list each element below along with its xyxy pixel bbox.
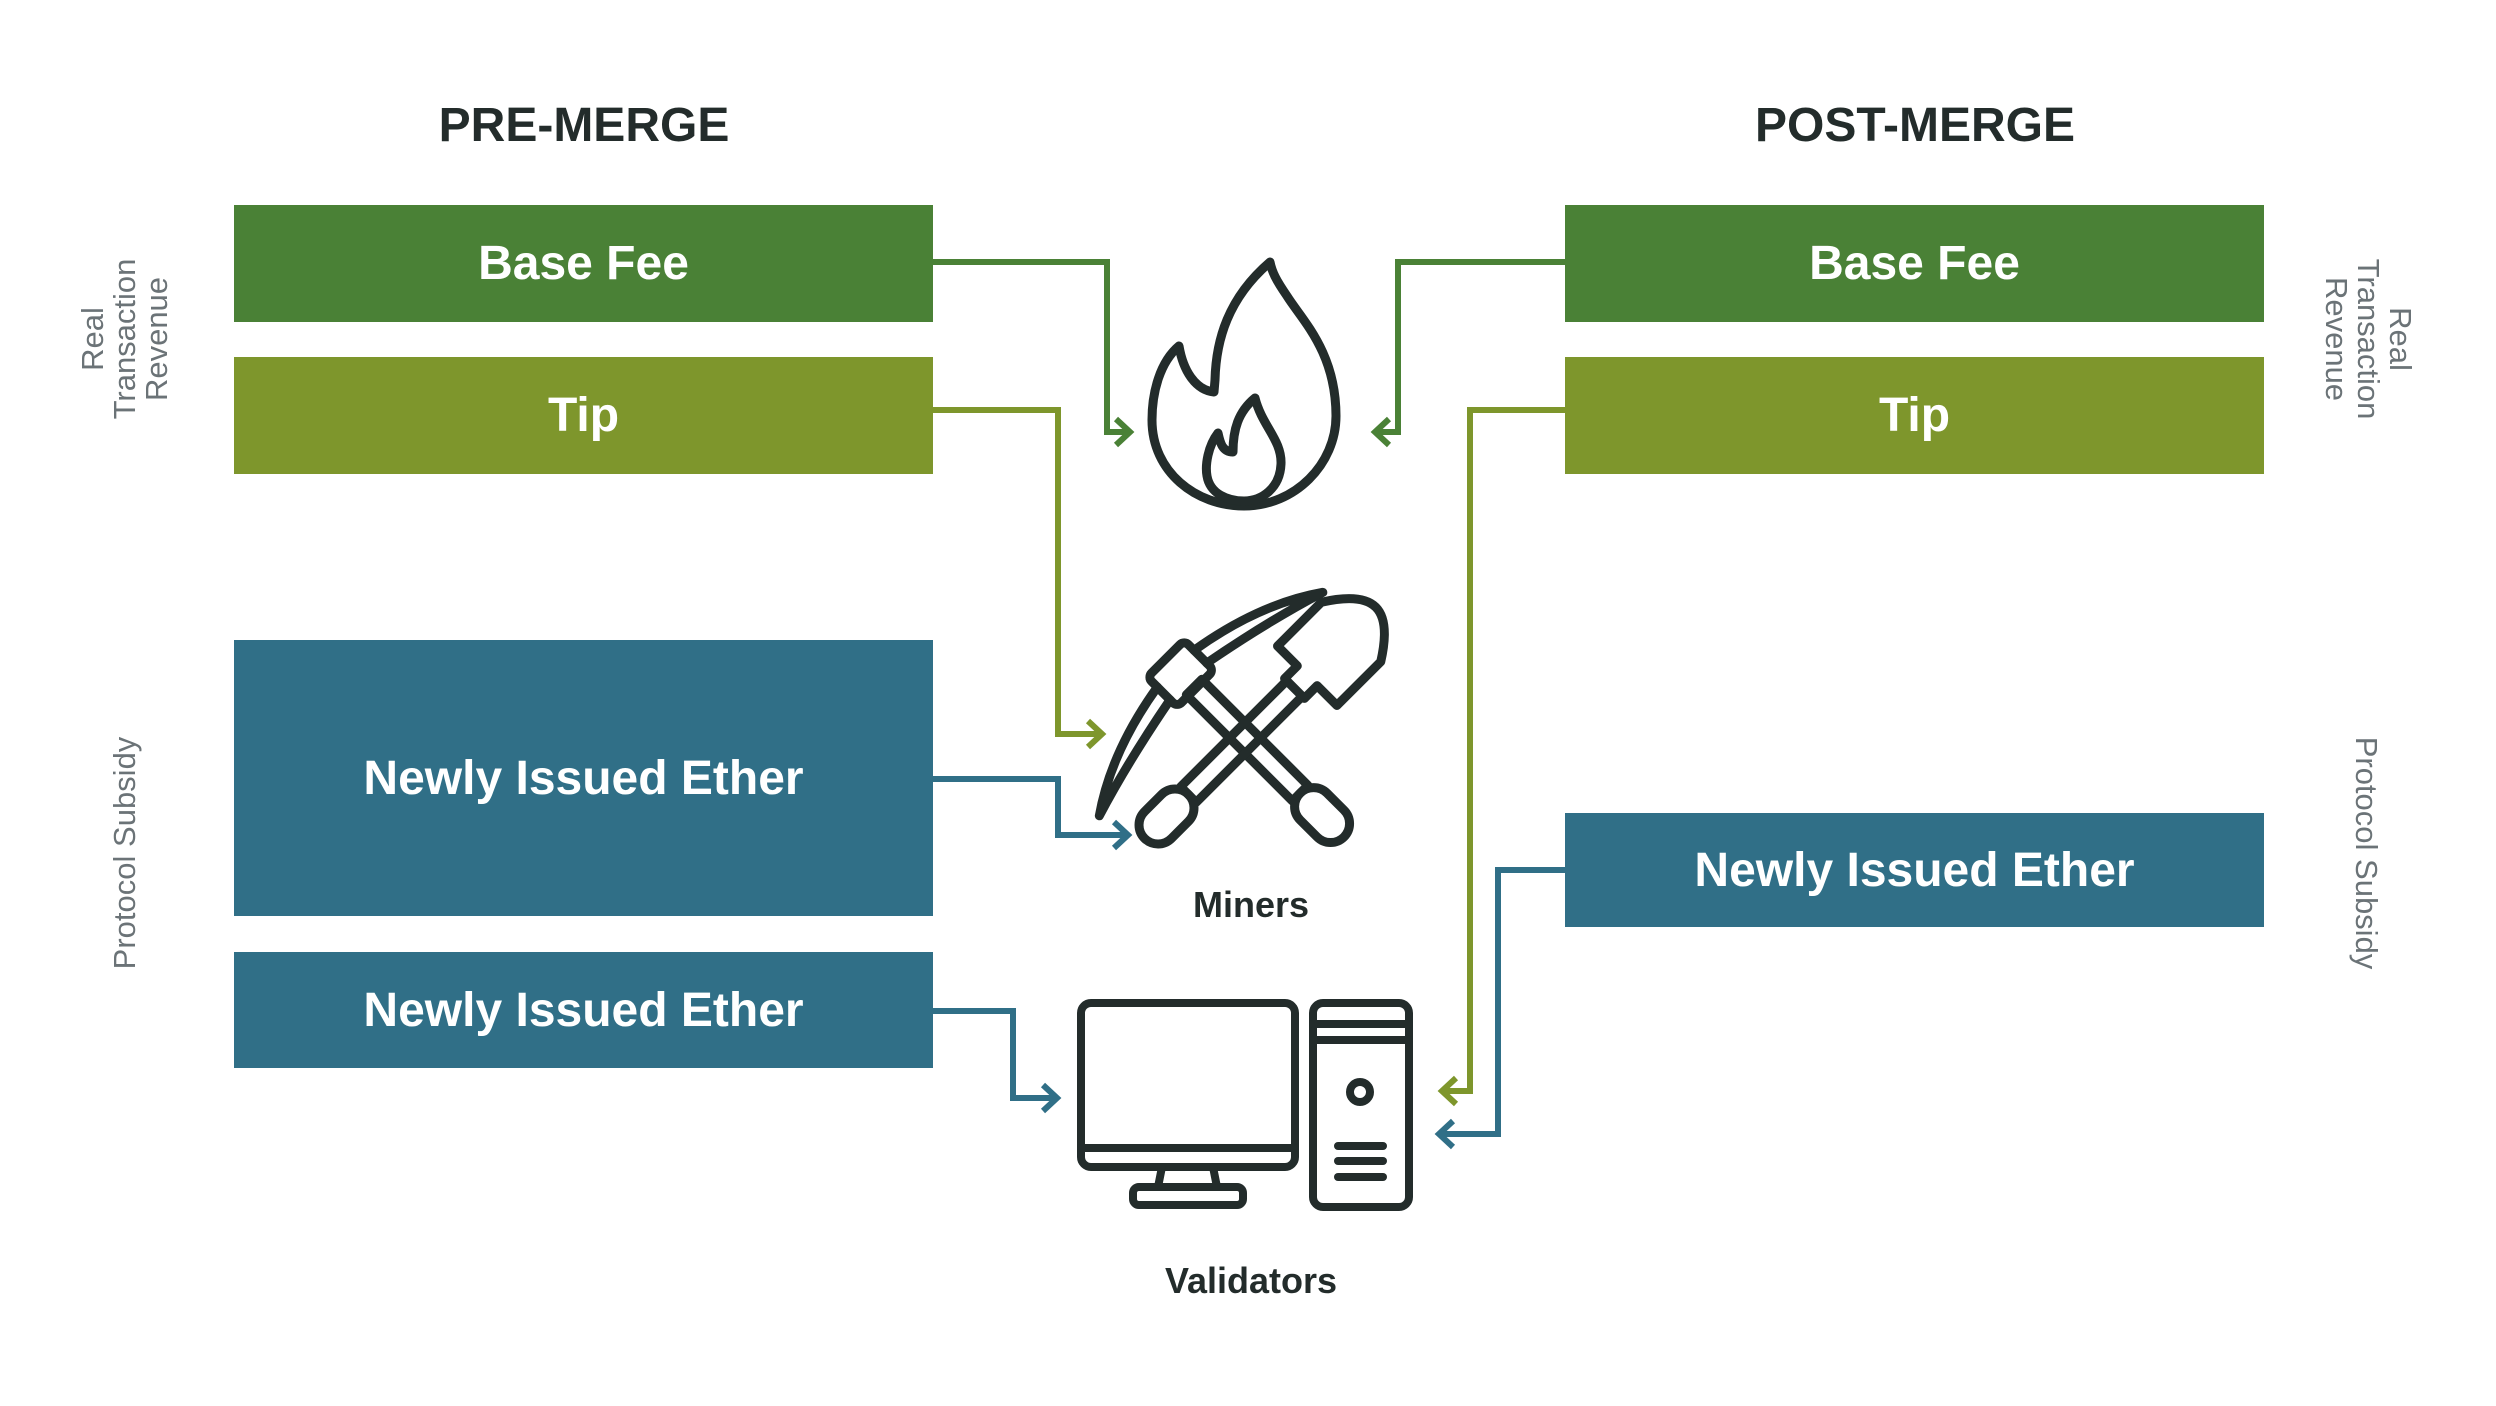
pre-tip-box: Tip (234, 357, 933, 474)
box-label: Tip (1878, 389, 1951, 442)
box-label: Base Fee (1809, 237, 2020, 290)
label-line: Real (2383, 307, 2418, 371)
left-real-revenue-label: Real Transaction Revenue (75, 139, 174, 539)
post-merge-heading: POST-MERGE (1754, 99, 2076, 152)
connector-post-issuance-to-validators (1439, 867, 1565, 1137)
label-line: Real (75, 307, 110, 371)
label-line: Revenue (139, 276, 174, 402)
arrowhead (1111, 819, 1133, 851)
left-protocol-subsidy-label: Protocol Subsidy (107, 736, 142, 970)
pre-base-fee-box: Base Fee (234, 205, 933, 322)
connector-pre-base-fee-to-burn (933, 259, 1130, 435)
computer-icon (1077, 999, 1413, 1211)
connector-pre-issuance-to-validators (933, 1008, 1057, 1101)
arrowhead (1113, 416, 1135, 448)
box-label: Tip (547, 389, 620, 442)
pre-newly-issued-miners-box: Newly Issued Ether (234, 640, 933, 916)
arrowhead (1370, 416, 1392, 448)
fire-icon (1147, 257, 1341, 511)
pre-newly-issued-validators-box: Newly Issued Ether (234, 952, 933, 1068)
connector-post-tip-to-validators (1442, 407, 1565, 1094)
arrowhead (1437, 1075, 1459, 1107)
post-tip-box: Tip (1565, 357, 2264, 474)
arrowhead (1434, 1118, 1456, 1150)
pickaxe-shovel-icon (1094, 587, 1389, 849)
connector-post-base-fee-to-burn (1375, 259, 1565, 435)
box-label: Newly Issued Ether (363, 751, 804, 805)
pre-merge-heading: PRE-MERGE (438, 99, 730, 152)
miners-label: Miners (1192, 884, 1310, 925)
box-label: Newly Issued Ether (1694, 843, 2135, 897)
validators-label: Validators (1164, 1260, 1338, 1301)
right-protocol-subsidy-label: Protocol Subsidy (2349, 736, 2384, 970)
box-label: Base Fee (478, 237, 689, 290)
arrowhead (1085, 718, 1107, 750)
label-line: Transaction (107, 258, 142, 420)
connector-pre-tip-to-miners (933, 407, 1102, 737)
label-line: Transaction (2351, 258, 2386, 420)
right-real-revenue-label: Real Transaction Revenue (2319, 139, 2418, 539)
label-line: Revenue (2319, 276, 2354, 402)
post-newly-issued-box: Newly Issued Ether (1565, 813, 2264, 927)
arrowhead (1040, 1082, 1062, 1114)
box-label: Newly Issued Ether (363, 983, 804, 1037)
post-base-fee-box: Base Fee (1565, 205, 2264, 322)
connector-pre-issuance-to-miners (933, 776, 1128, 838)
